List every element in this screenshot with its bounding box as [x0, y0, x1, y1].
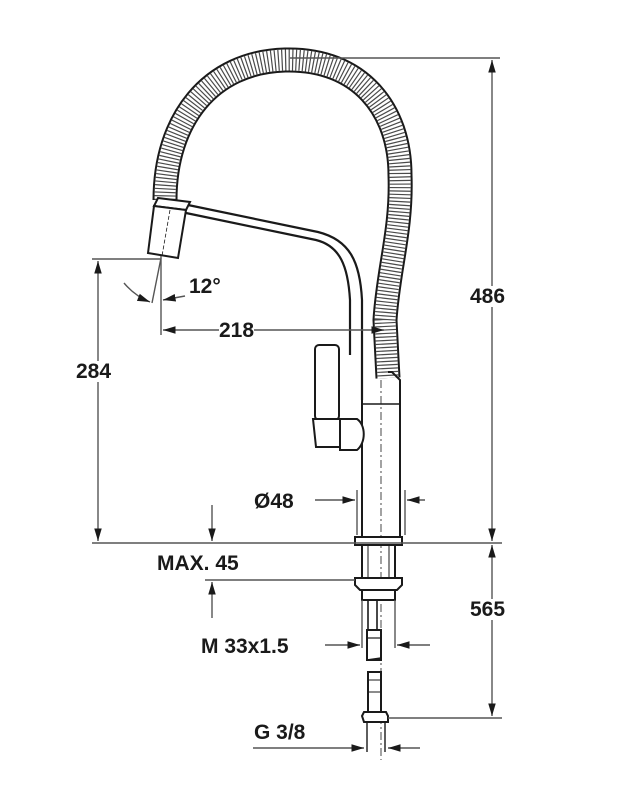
spout-arm [185, 203, 364, 400]
dim-label-body-diameter: Ø48 [254, 490, 294, 513]
dim-label-spray-angle: 12° [189, 275, 221, 298]
dim-label-below-counter: 565 [470, 598, 506, 621]
dim-label-mounting-thread: M 33x1.5 [201, 635, 289, 658]
dim-label-spout-reach: 218 [219, 319, 255, 342]
mounting-assembly [354, 536, 403, 752]
dim-label-max-thickness: MAX. 45 [157, 552, 239, 575]
lever-handle [311, 344, 365, 451]
dim-label-total-height: 486 [470, 285, 506, 308]
dim-label-spout-height: 284 [76, 360, 112, 383]
flexible-hose [152, 47, 413, 379]
dimension-lines [92, 57, 502, 752]
spray-head [146, 196, 192, 260]
dim-label-hose-connection: G 3/8 [254, 721, 306, 744]
